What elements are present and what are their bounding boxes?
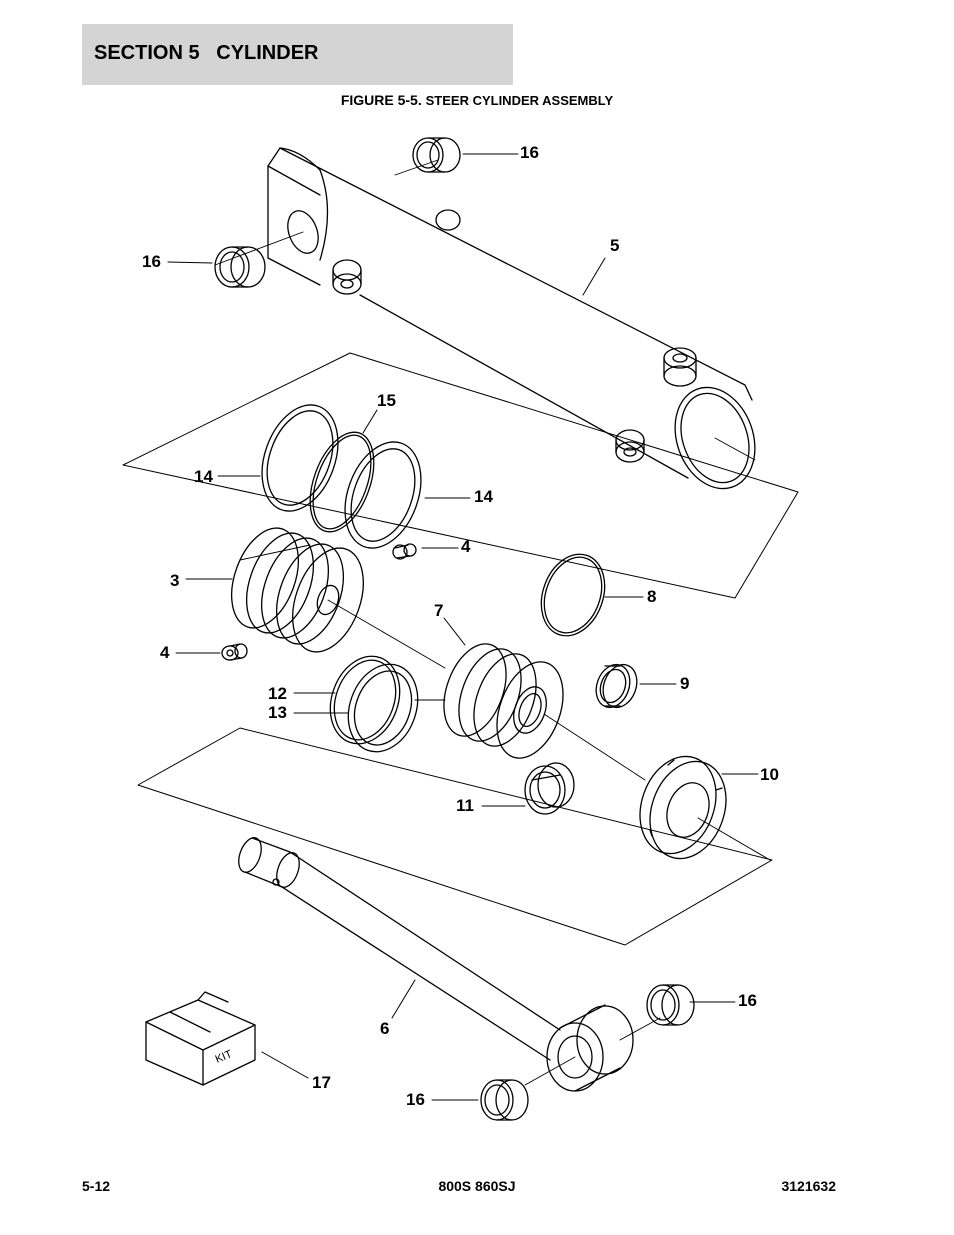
rod-seal-12	[329, 655, 401, 745]
piston-rod-6	[238, 837, 561, 1061]
figure-label: FIGURE 5-5.	[340, 92, 422, 108]
rod-exploded-plane	[137, 727, 773, 946]
callout-7: 7	[434, 601, 443, 620]
callout-6: 6	[380, 1019, 389, 1038]
callout-5: 5	[610, 236, 619, 255]
page-number: 5-12	[82, 1178, 111, 1194]
bushing-16-rod-bottom	[480, 1079, 529, 1121]
bushing-16-top	[412, 137, 461, 173]
section-title: SECTION 5 CYLINDER	[94, 42, 319, 64]
kit-box-17	[145, 991, 256, 1086]
kit-box-label: KIT	[214, 1048, 235, 1066]
callout-10: 10	[760, 765, 779, 784]
seal-11	[524, 762, 575, 815]
callout-16-left: 16	[142, 252, 161, 271]
callout-16-rod-right: 16	[738, 991, 757, 1010]
piston-exploded-plane	[122, 352, 799, 599]
figure-name: STEER CYLINDER ASSEMBLY	[425, 93, 614, 108]
callout-14-right: 14	[474, 487, 493, 506]
wear-ring-14-right	[344, 441, 422, 549]
callout-17: 17	[312, 1073, 331, 1092]
rod-eye	[524, 1004, 661, 1092]
cylinder-head-7	[443, 643, 564, 759]
callout-16-top: 16	[520, 143, 539, 162]
callout-8: 8	[647, 587, 656, 606]
model-number: 800S 860SJ	[438, 1178, 516, 1194]
seal-9	[595, 663, 638, 709]
o-ring-8	[540, 553, 606, 637]
set-screw-4-right	[392, 543, 417, 560]
wear-ring-14-left	[261, 404, 339, 512]
callout-4-right: 4	[461, 537, 471, 556]
document-number: 3121632	[781, 1178, 836, 1194]
callout-12: 12	[268, 684, 287, 703]
cylinder-barrel	[214, 147, 756, 490]
bushing-16-left	[214, 246, 266, 288]
callout-16-rod-bottom: 16	[406, 1090, 425, 1109]
lock-nut-10	[639, 755, 727, 860]
bushing-16-rod-right	[646, 984, 695, 1026]
callout-15: 15	[377, 391, 396, 410]
wiper-13	[347, 663, 419, 753]
callout-4-left: 4	[160, 643, 170, 662]
leader-lines	[167, 153, 759, 1101]
callout-labels: 16 16 5 15 14 14 4 3 8 7 4 9 12 13 10 11…	[142, 143, 779, 1109]
callout-14-left: 14	[194, 467, 213, 486]
piston-3	[231, 527, 364, 653]
set-screw-4-left	[221, 643, 248, 661]
o-ring-15	[309, 431, 375, 533]
section-header-band: SECTION 5 CYLINDER	[82, 24, 513, 85]
callout-9: 9	[680, 674, 689, 693]
callout-13: 13	[268, 703, 287, 722]
callout-11: 11	[456, 796, 474, 815]
callout-3: 3	[170, 571, 179, 590]
figure-title: FIGURE 5-5. STEER CYLINDER ASSEMBLY	[0, 92, 954, 108]
